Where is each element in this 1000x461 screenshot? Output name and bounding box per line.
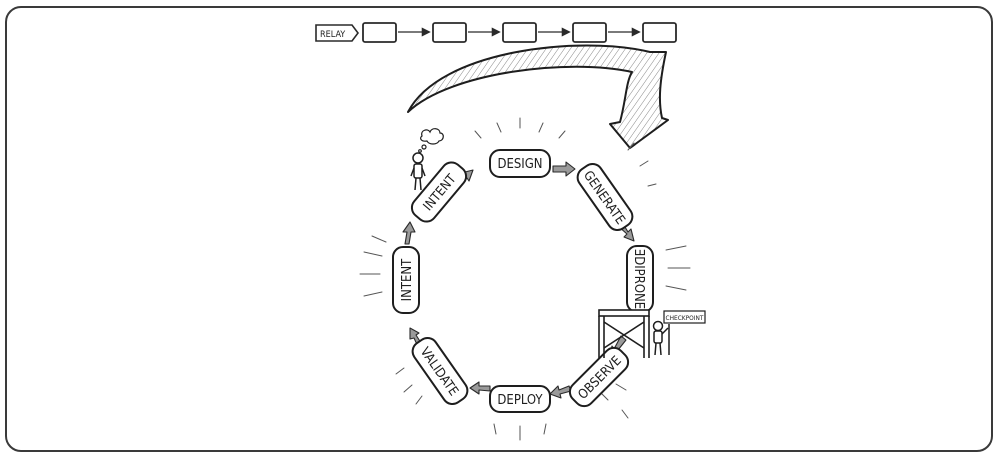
diagram-frame: [5, 6, 993, 452]
checkpoint-sign: CHECKPOINT: [663, 310, 706, 324]
arrow-deploy-validate: [469, 381, 491, 395]
thinking-person-icon: [410, 152, 426, 191]
checkpoint-label: CHECKPOINT: [666, 314, 704, 322]
checkpoint-gate-icon: [598, 309, 650, 358]
checkpoint-person-icon: [652, 320, 670, 356]
node-ediprone: ƎDIPRONE: [626, 245, 654, 313]
node-deploy: DEPLOY: [489, 385, 551, 413]
swoop-arrow: [407, 44, 669, 149]
relay-box-3: [502, 22, 537, 43]
node-generate: GENERATE: [576, 162, 634, 232]
node-ediprone-label: ƎDIPRONE: [631, 249, 646, 309]
relay-box-2: [432, 22, 467, 43]
arrow-intent-intent: [402, 221, 416, 245]
relay-chain: RELAY: [315, 22, 677, 43]
node-validate: VALIDATE: [411, 336, 469, 406]
emphasis-marks: [359, 117, 691, 441]
relay-box-5: [642, 22, 677, 43]
relay-box-1: [362, 22, 397, 43]
arrow-observe-deploy: [549, 385, 572, 399]
node-design: DESIGN: [489, 149, 551, 178]
node-deploy-label: DEPLOY: [497, 393, 543, 408]
arrow-design-generate: [552, 161, 576, 177]
node-intent-left-label: INTENT: [400, 258, 415, 301]
node-design-label: DESIGN: [497, 157, 542, 172]
relay-label: RELAY: [320, 30, 345, 40]
relay-tag: [315, 24, 359, 42]
node-intent-left: INTENT: [392, 246, 420, 314]
thought-bubble-icon: [418, 128, 444, 153]
relay-box-4: [572, 22, 607, 43]
